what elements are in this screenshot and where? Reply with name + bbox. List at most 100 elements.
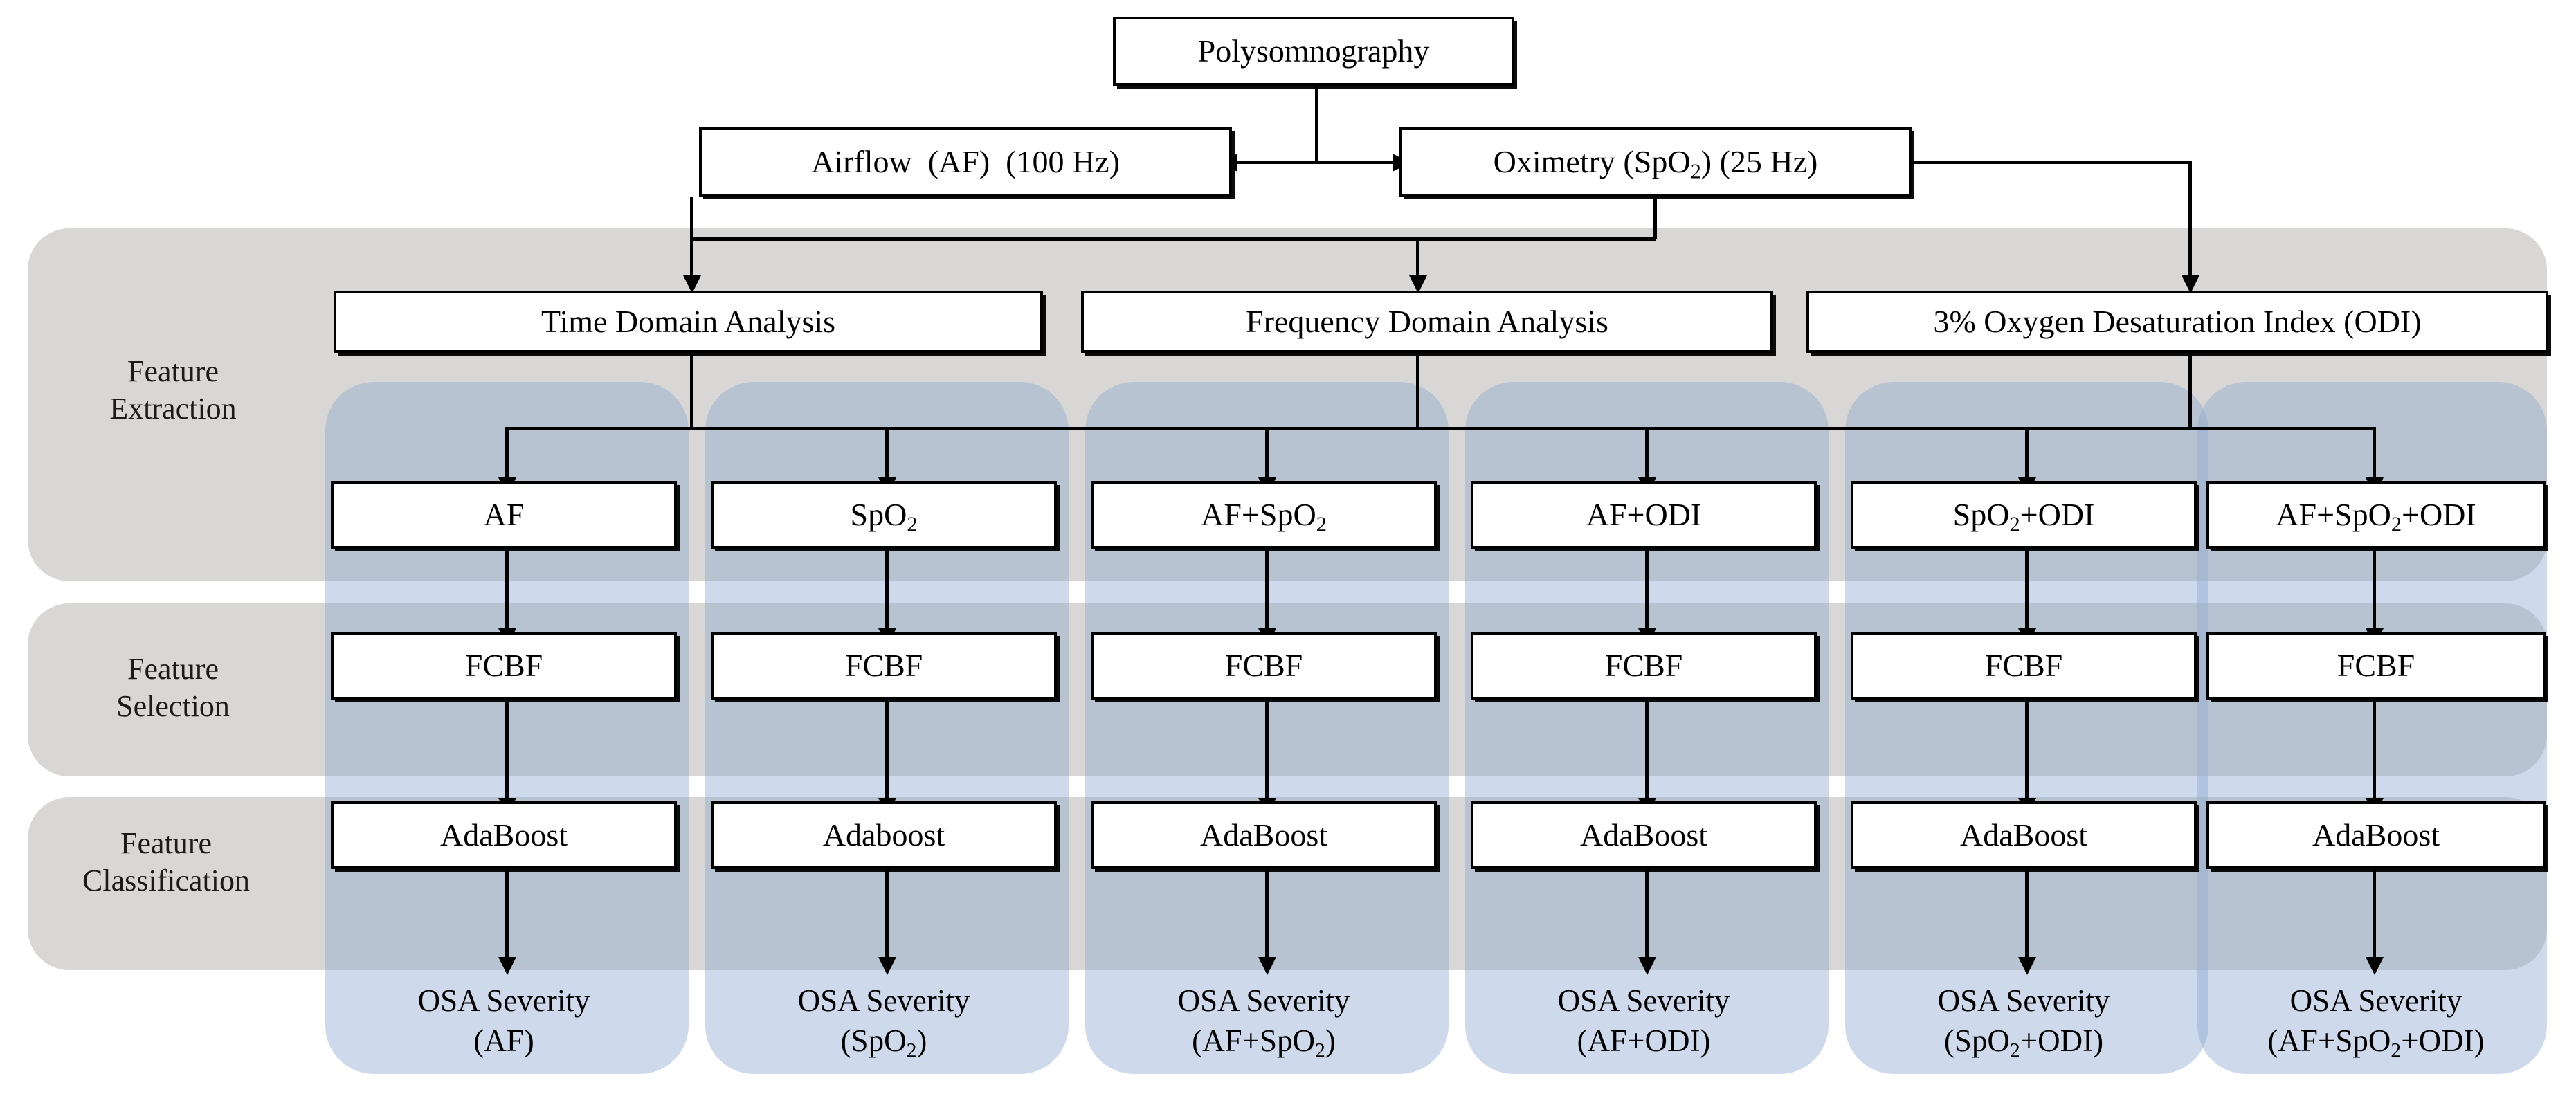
output-title-af: OSA Severity: [417, 983, 590, 1018]
node-selection-af[interactable]: FCBF: [331, 632, 677, 700]
output-title-spo2: OSA Severity: [797, 983, 970, 1018]
node-label-classifier-af-spo2: AdaBoost: [1200, 817, 1327, 853]
connector-clf-to-output-af: [505, 870, 509, 960]
connector-clf-to-output-af-odi: [1645, 870, 1649, 960]
node-label-selection-af-spo2: FCBF: [1224, 647, 1303, 683]
node-output-af-spo2-odi[interactable]: OSA Severity (AF+SpO2+ODI): [2199, 969, 2552, 1073]
node-label-classifier-spo2-odi: AdaBoost: [1960, 817, 2087, 853]
output-subtitle-af-odi: (AF+ODI): [1577, 1023, 1711, 1058]
node-output-af-odi[interactable]: OSA Severity (AF+ODI): [1471, 969, 1817, 1073]
connector-fcbf-to-clf-af-spo2: [1265, 701, 1269, 801]
node-analysis-time-domain[interactable]: Time Domain Analysis: [334, 291, 1043, 353]
output-subtitle-af-spo2: (AF+SpO2): [1192, 1023, 1336, 1062]
connector-clf-to-output-af-spo2: [1265, 870, 1269, 960]
connector-analysis-bus: [690, 237, 1656, 241]
node-selection-af-spo2-odi[interactable]: FCBF: [2206, 632, 2546, 700]
node-featureset-af-spo2-odi[interactable]: AF+SpO2+ODI: [2206, 481, 2546, 549]
node-label-featureset-af: AF: [483, 496, 525, 532]
output-title-af-spo2: OSA Severity: [1177, 983, 1350, 1018]
node-featureset-af-odi[interactable]: AF+ODI: [1471, 481, 1817, 549]
node-selection-spo2[interactable]: FCBF: [711, 632, 1057, 700]
connector-featureset-to-fcbf-af-spo2-odi: [2373, 549, 2376, 632]
node-label-classifier-af-odi: AdaBoost: [1580, 817, 1707, 853]
node-label-selection-af-spo2-odi: FCBF: [2337, 647, 2415, 683]
node-classifier-af-spo2[interactable]: AdaBoost: [1091, 801, 1437, 869]
node-classifier-af-odi[interactable]: AdaBoost: [1471, 801, 1817, 869]
arrow-to-output-af-spo2-odi: [2366, 957, 2384, 975]
connector-fcbf-to-clf-spo2-odi: [2025, 701, 2029, 801]
node-label-featureset-af-odi: AF+ODI: [1586, 496, 1702, 532]
node-label-frequency-domain: Frequency Domain Analysis: [1246, 303, 1608, 339]
connector-featureset-to-fcbf-af-odi: [1645, 549, 1649, 632]
node-selection-af-spo2[interactable]: FCBF: [1091, 632, 1437, 700]
node-classifier-af-spo2-odi[interactable]: AdaBoost: [2206, 801, 2546, 869]
connector-fcbf-to-clf-spo2: [885, 701, 889, 801]
node-selection-spo2-odi[interactable]: FCBF: [1851, 632, 2197, 700]
stage-label-feature-extraction: Feature Extraction: [109, 354, 237, 426]
arrow-to-output-spo2: [878, 957, 896, 975]
connector-fcbf-to-clf-af-spo2-odi: [2373, 701, 2376, 801]
connector-freq-down: [1416, 352, 1419, 429]
node-polysomnography[interactable]: Polysomnography: [1113, 17, 1514, 86]
connector-featureset-to-fcbf-af-spo2: [1265, 549, 1269, 632]
node-featureset-spo2-odi[interactable]: SpO2+ODI: [1851, 481, 2197, 549]
output-title-af-spo2-odi: OSA Severity: [2289, 983, 2462, 1018]
node-featureset-af[interactable]: AF: [331, 481, 677, 549]
node-label-classifier-af: AdaBoost: [440, 817, 568, 853]
node-label-polysomnography: Polysomnography: [1197, 33, 1430, 69]
arrow-to-output-af: [498, 957, 516, 975]
arrow-to-frequency-domain: [1409, 275, 1427, 293]
output-subtitle-spo2-odi: (SpO2+ODI): [1943, 1023, 2104, 1062]
node-label-selection-spo2: FCBF: [844, 647, 923, 683]
node-label-selection-af-odi: FCBF: [1604, 647, 1683, 683]
connector-bus-drop-af-odi: [1645, 427, 1649, 481]
node-analysis-frequency-domain[interactable]: Frequency Domain Analysis: [1081, 291, 1773, 353]
connector-odi-down: [2188, 161, 2192, 278]
connector-bus-to-freq: [1416, 237, 1419, 279]
connector-odiBox-down: [2188, 352, 2192, 429]
output-subtitle-af: (AF): [473, 1023, 534, 1058]
node-label-featureset-spo2: SpO2: [850, 496, 918, 536]
connector-featureset-to-fcbf-spo2-odi: [2025, 549, 2029, 632]
output-subtitle-af-spo2-odi: (AF+SpO2+ODI): [2267, 1023, 2485, 1062]
output-title-spo2-odi: OSA Severity: [1937, 983, 2110, 1018]
stage-label-feature-selection: Feature Selection: [116, 652, 230, 723]
arrow-to-output-af-odi: [1638, 957, 1656, 975]
connector-source-down: [1315, 86, 1318, 162]
connector-bus-drop-spo2: [885, 427, 889, 481]
connector-featureset-to-fcbf-spo2: [885, 549, 889, 632]
connector-fcbf-to-clf-af-odi: [1645, 701, 1649, 801]
node-label-classifier-spo2: Adaboost: [822, 817, 945, 853]
arrow-to-output-spo2-odi: [2018, 957, 2036, 975]
connector-feature-bus: [505, 427, 2374, 430]
connector-bus-drop-af-spo2: [1265, 427, 1269, 481]
connector-oximetry-right: [1909, 161, 2192, 164]
node-label-selection-spo2-odi: FCBF: [1984, 647, 2063, 683]
node-featureset-af-spo2[interactable]: AF+SpO2: [1091, 481, 1437, 549]
connector-clf-to-output-af-spo2-odi: [2373, 870, 2376, 960]
node-signal-airflow[interactable]: Airflow (AF) (100 Hz): [699, 127, 1232, 197]
node-output-af[interactable]: OSA Severity (AF): [331, 969, 677, 1073]
arrow-to-output-af-spo2: [1258, 957, 1276, 975]
node-output-spo2[interactable]: OSA Severity (SpO2): [711, 969, 1057, 1073]
connector-bus-drop-spo2-odi: [2025, 427, 2029, 481]
node-classifier-af[interactable]: AdaBoost: [331, 801, 677, 869]
arrow-to-time-domain: [683, 275, 701, 293]
node-label-time-domain: Time Domain Analysis: [541, 303, 836, 339]
node-label-featureset-af-spo2: AF+SpO2: [1201, 496, 1327, 536]
node-classifier-spo2-odi[interactable]: AdaBoost: [1851, 801, 2197, 869]
node-output-af-spo2[interactable]: OSA Severity (AF+SpO2): [1091, 969, 1437, 1073]
node-label-airflow: Airflow (AF) (100 Hz): [811, 143, 1120, 179]
node-featureset-spo2[interactable]: SpO2: [711, 481, 1057, 549]
node-classifier-spo2[interactable]: Adaboost: [711, 801, 1057, 869]
node-signal-oximetry[interactable]: Oximetry (SpO2) (25 Hz): [1399, 127, 1912, 197]
connector-bus-drop-af: [505, 427, 509, 481]
node-analysis-odi[interactable]: 3% Oxygen Desaturation Index (ODI): [1806, 291, 2548, 353]
connector-fcbf-to-clf-af: [505, 701, 509, 801]
connector-bus-to-time: [690, 237, 693, 279]
connector-signal-bus: [1237, 161, 1393, 164]
node-output-spo2-odi[interactable]: OSA Severity (SpO2+ODI): [1851, 969, 2197, 1073]
node-selection-af-odi[interactable]: FCBF: [1471, 632, 1817, 700]
connector-oximetry-down: [1653, 197, 1657, 239]
